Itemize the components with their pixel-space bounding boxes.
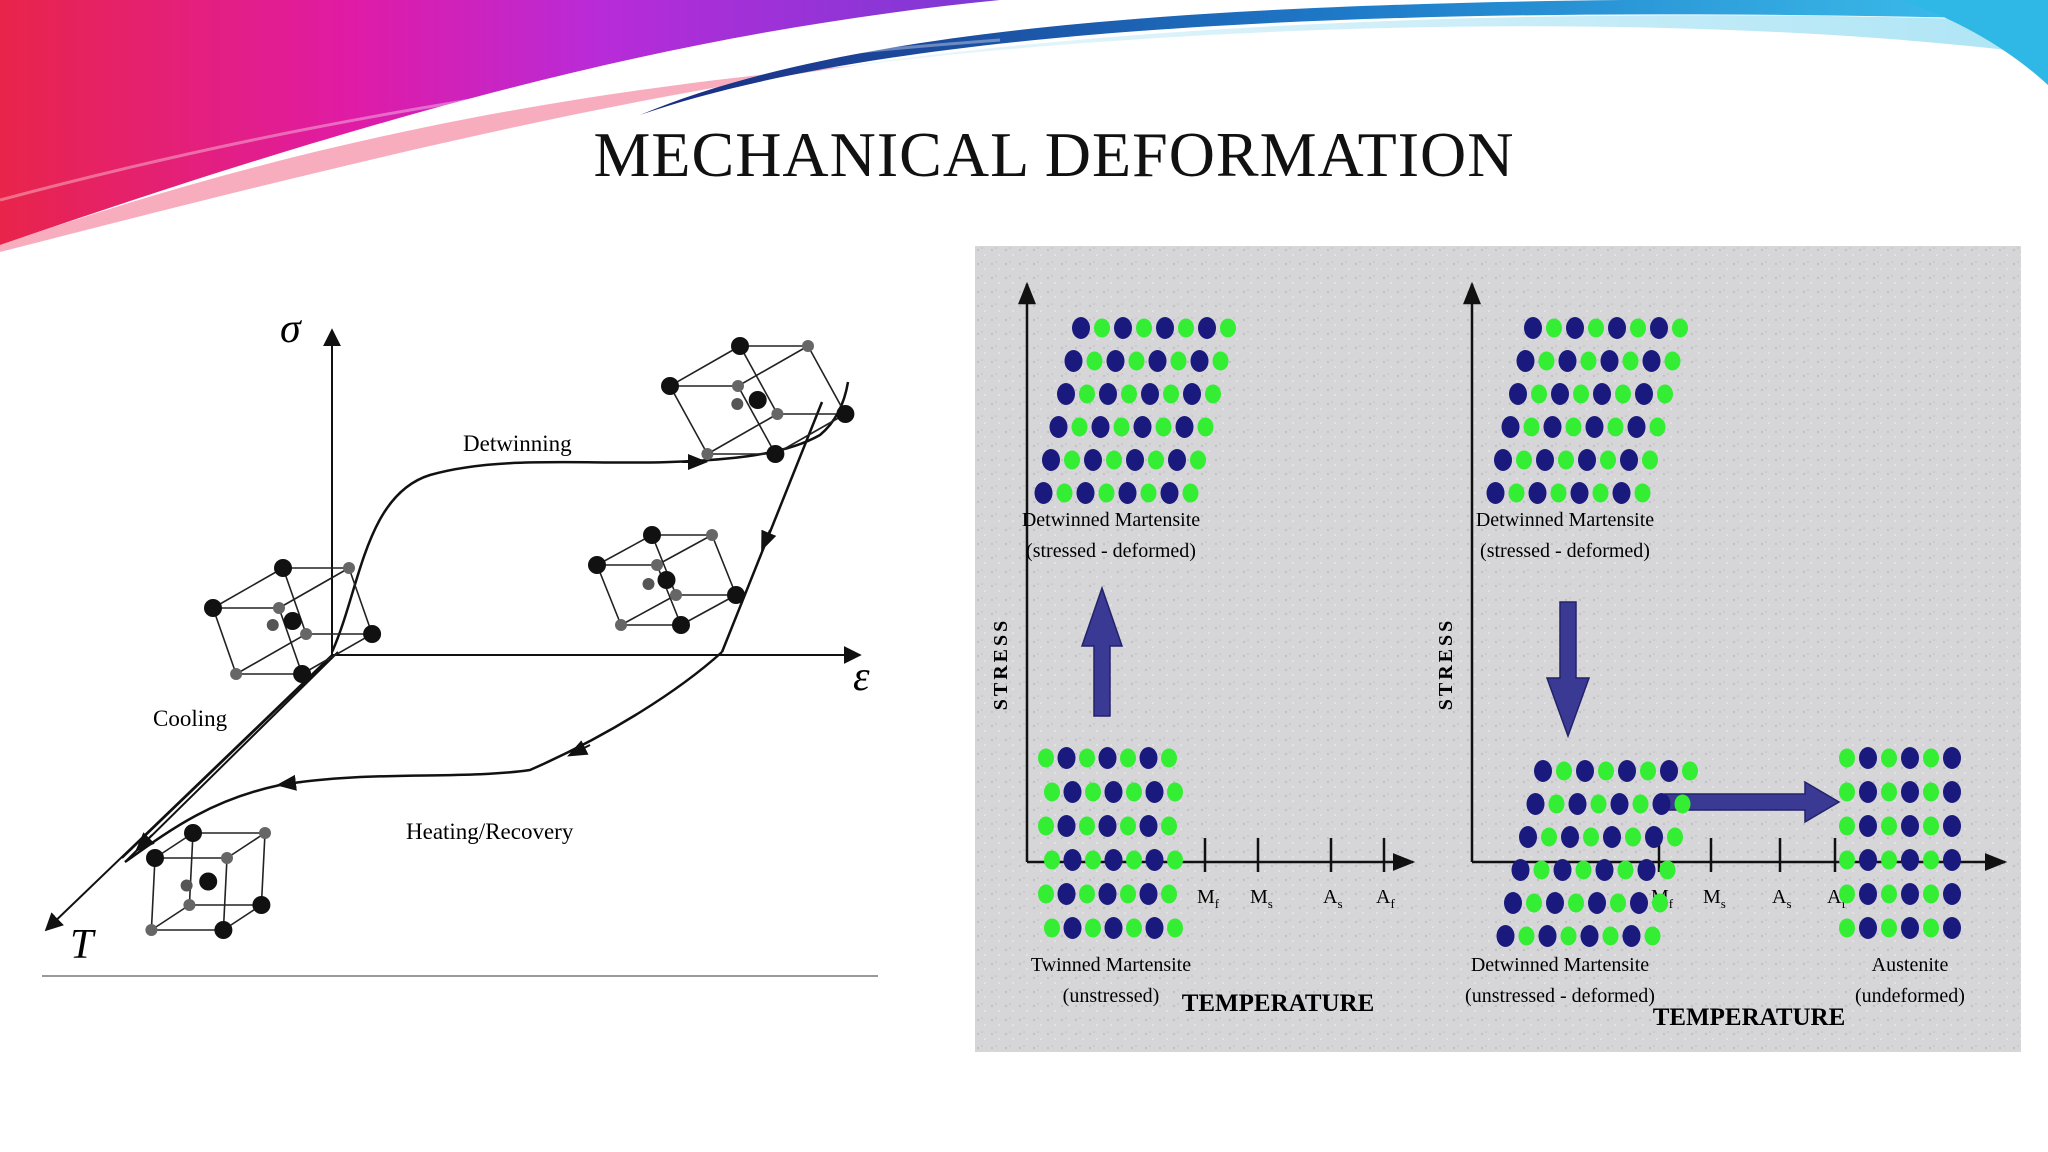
left-chart-stress-label: STRESS [990,618,1012,711]
left-bottom-label-1: Twinned Martensite [1031,954,1191,976]
decorative-banner [0,0,2048,252]
left-tick-label-0: Mf [1197,886,1220,911]
cooling-label: Cooling [153,706,228,731]
loading-arrow-down [1545,601,1591,739]
cooling-path [124,651,339,863]
crystal-cube-cooling [204,559,382,683]
lattice-right-unstressed [1496,760,1698,947]
temperature-label: T [70,922,96,968]
left-top-label-1: Detwinned Martensite [1022,509,1200,531]
crystal-cube-austenite [145,824,271,939]
right-chart-temperature-label: TEMPERATURE [1653,1004,1846,1031]
lattice-austenite [1839,747,1961,939]
atom-lattices [1034,317,1961,947]
stress-strain-temperature-diagram: σ ε T Detwinning Cooling Heating/Recover… [42,306,878,977]
left-chart-temperature-label: TEMPERATURE [1182,990,1375,1017]
arrow-heating [567,740,591,757]
left-tick-label-1: Ms [1250,886,1273,911]
detwinning-curve [330,381,850,653]
austenite-label-1: Austenite [1872,954,1949,976]
right-top-label-2: (stressed - deformed) [1480,540,1650,562]
panel-background [975,246,2021,1052]
left-top-label-2: (stressed - deformed) [1026,540,1196,562]
right-mid-label-2: (unstressed - deformed) [1465,985,1655,1007]
crystal-cube-detwinned [661,337,855,463]
crystal-lattice-icons [145,337,855,939]
right-tick-label-1: Ms [1703,886,1726,911]
lattice-right-detwinned [1486,317,1688,504]
arrow-unloading [761,529,777,552]
right-mid-label-1: Detwinned Martensite [1471,954,1649,976]
sigma-label: σ [280,306,303,352]
lattice-left-detwinned [1034,317,1236,504]
unloading-path [720,401,824,653]
right-chart-stress-label: STRESS [1435,618,1457,711]
cooling-path-offset [121,659,329,859]
arrow-heating-2 [276,774,303,791]
left-bottom-label-2: (unstressed) [1063,985,1160,1007]
slide-title: MECHANICAL DEFORMATION [593,119,1515,190]
arrow-cooling [134,832,155,853]
right-top-label-1: Detwinned Martensite [1476,509,1654,531]
heating-recovery-curve [124,651,723,864]
crystal-cube-unloaded [588,526,745,634]
detwinning-label: Detwinning [463,431,572,456]
austenite-label-2: (undeformed) [1855,985,1965,1007]
heating-recovery-label: Heating/Recovery [406,819,574,844]
loading-arrow-up [1080,585,1124,717]
lattice-left-twinned [1038,747,1183,939]
epsilon-label: ε [853,654,870,700]
